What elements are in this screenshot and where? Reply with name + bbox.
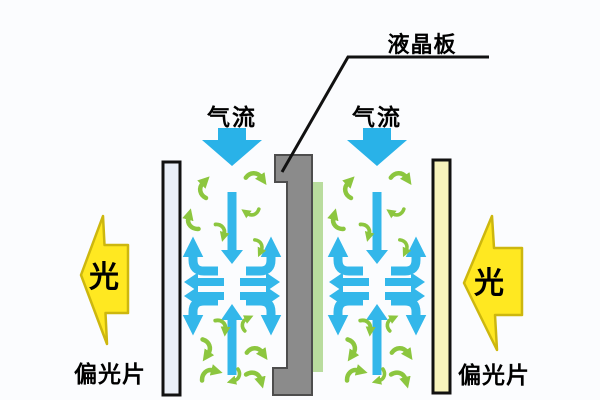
left-polarizer-bar [161,160,182,397]
right-polarizer-bar [431,158,452,395]
polarizer-label-right: 偏光片 [458,362,530,388]
lcd-panel-label: 液晶板 [387,32,456,57]
light-label-left: 光 [89,261,119,294]
color-filter-bar [312,182,323,372]
flow-pattern-left [184,128,280,382]
airflow-label-right: 气流 [351,104,402,130]
pointer-line [280,55,489,173]
light-arrow-left [79,214,130,346]
light-arrow-right [462,214,524,352]
polarizer-label-left: 偏光片 [74,361,146,387]
light-label-right: 光 [474,267,504,300]
flow-pattern-right [329,128,425,382]
lcd-panel-bar [272,154,313,396]
airflow-label-left: 气流 [206,104,257,130]
